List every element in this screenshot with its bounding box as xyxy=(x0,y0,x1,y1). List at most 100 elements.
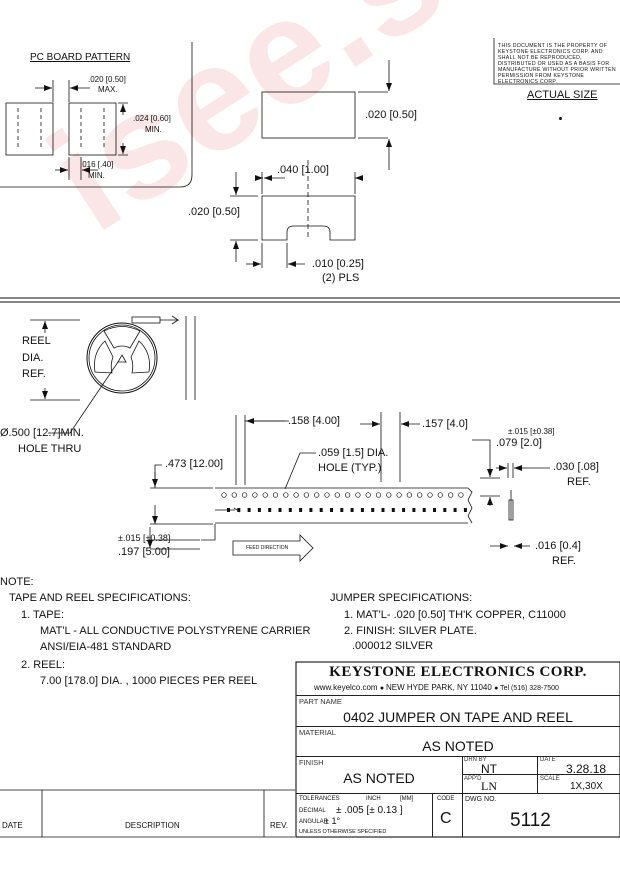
decimal-label: DECIMAL xyxy=(299,808,326,814)
jumper-line-3: .000012 SILVER xyxy=(352,640,434,652)
company-name: KEYSTONE ELECTRONICS CORP. xyxy=(329,664,587,680)
tape-pocket xyxy=(330,508,333,512)
part-name-label: PART NAME xyxy=(299,697,342,706)
reel-label-1: REEL xyxy=(22,335,51,347)
part-notch: .010 [0.25] xyxy=(312,258,364,270)
tape-pocket xyxy=(227,508,230,512)
appd-value: LN xyxy=(481,779,497,793)
tape-thickness-note: REF. xyxy=(567,476,591,488)
tape-line-2: ANSI/EIA-481 STANDARD xyxy=(40,641,172,653)
tape-pocket xyxy=(268,508,272,512)
sprocket-hole xyxy=(375,492,382,498)
part-name: 0402 JUMPER ON TAPE AND REEL xyxy=(343,709,573,725)
jumper-line-2: 2. FINISH: SILVER PLATE. xyxy=(344,625,477,637)
angular-value: ± 1° xyxy=(324,816,341,826)
jumper-title: JUMPER SPECIFICATIONS: xyxy=(330,592,473,604)
tape-item: 1. TAPE: xyxy=(21,609,65,621)
tape-offset: .197 [5.00] xyxy=(118,546,170,558)
sprocket-hole xyxy=(283,492,289,498)
reel-item: 2. REEL: xyxy=(21,659,66,671)
tape-width: .473 [12.00] xyxy=(165,458,224,470)
reel-label-2: DIA. xyxy=(22,352,44,364)
sprocket-hole xyxy=(303,492,310,498)
tape-pocket xyxy=(340,508,344,512)
tape-tol-left: ±.015 [±0.38] xyxy=(118,533,171,543)
tolerances-label: TOLERANCES xyxy=(299,796,340,802)
tape-pocket xyxy=(278,508,282,512)
tape-pocket xyxy=(371,508,375,512)
tape-pitch: .158 [4.00] xyxy=(288,415,340,427)
sprocket-hole xyxy=(447,492,454,498)
tape-depth-note: REF. xyxy=(552,555,576,567)
sprocket-hole xyxy=(458,492,464,498)
tape-pocket xyxy=(247,508,251,512)
tape-hole-note: HOLE (TYP.) xyxy=(318,462,382,474)
company-contact-line: www.keyelco.com ● NEW HYDE PARK, NY 1104… xyxy=(314,683,559,692)
property-notice: THIS DOCUMENT IS THE PROPERTY OF KEYSTON… xyxy=(498,43,616,85)
sprocket-hole xyxy=(355,492,361,498)
tape-pockets xyxy=(227,508,467,512)
feed-direction-label: FEED DIRECTION xyxy=(246,545,289,551)
jumper-line-1: 1. MAT'L- .020 [0.50] TH'K COPPER, C1100… xyxy=(344,609,566,621)
tape-pocket xyxy=(463,508,467,512)
sprocket-hole xyxy=(272,492,279,498)
pc-gap-note: MAX. xyxy=(98,85,118,94)
sprocket-hole xyxy=(314,492,320,498)
date-value: 3.28.18 xyxy=(566,762,607,776)
tape-pocket xyxy=(422,508,426,512)
tape-pocket xyxy=(350,508,354,512)
tape-sprocket-holes xyxy=(221,492,464,498)
sprocket-hole xyxy=(293,492,299,498)
sprocket-hole xyxy=(241,492,248,498)
actual-size-dot xyxy=(559,117,562,120)
tape-pocket-pitch: .157 [4.0] xyxy=(422,418,468,430)
actual-size-label: ACTUAL SIZE xyxy=(527,89,598,101)
tape-pocket xyxy=(433,508,436,512)
tape-hole-dia: .059 [1.5] DIA. xyxy=(318,447,389,459)
part-side-height: .020 [0.50] xyxy=(188,206,240,218)
company-tel: Tel (516) 328-7500 xyxy=(500,685,559,692)
pc-gap-label: .020 [0.50] xyxy=(88,75,126,84)
sprocket-hole xyxy=(396,492,402,498)
sprocket-hole xyxy=(252,492,258,498)
dwg-no-value: 5112 xyxy=(510,810,551,831)
reel-hole-label: Ø.500 [12.7]MIN. xyxy=(0,427,84,439)
reel-hole-note: HOLE THRU xyxy=(18,443,82,455)
notes-header: NOTE: xyxy=(0,576,34,588)
pc-width-note: MIN. xyxy=(88,171,105,180)
tape-pocket xyxy=(391,508,395,512)
part-top-height: .020 [0.50] xyxy=(365,109,417,121)
appd-label: APP'D xyxy=(464,776,482,782)
tape-pocket xyxy=(412,508,416,512)
finish-value: AS NOTED xyxy=(343,770,415,786)
sprocket-hole xyxy=(365,492,371,498)
sprocket-hole xyxy=(437,492,443,498)
rev-rev-label: REV. xyxy=(270,821,288,830)
dwg-no-label: DWG NO. xyxy=(465,796,497,803)
unless-label: UNLESS OTHERWISE SPECIFIED xyxy=(299,829,387,835)
sprocket-hole xyxy=(386,492,392,498)
mm-label: [MM] xyxy=(400,796,414,802)
sprocket-hole xyxy=(406,492,413,498)
sprocket-hole xyxy=(427,492,433,498)
tape-pocket xyxy=(443,508,447,512)
tape-pocket xyxy=(319,508,323,512)
reel-line-1: 7.00 [178.0] DIA. , 1000 PIECES PER REEL xyxy=(40,675,258,687)
material-value: AS NOTED xyxy=(422,738,494,754)
tape-pocket xyxy=(360,508,364,512)
tape-pocket xyxy=(288,508,292,512)
tape-pocket xyxy=(257,508,261,512)
tape-line-1: MAT'L - ALL CONDUCTIVE POLYSTYRENE CARRI… xyxy=(40,625,311,637)
pc-height-label: .024 [0.60] xyxy=(133,114,171,123)
tape-pocket xyxy=(453,508,457,512)
material-label: MATERIAL xyxy=(299,728,336,737)
sprocket-hole xyxy=(417,492,423,498)
sprocket-hole xyxy=(324,492,330,498)
finish-label: FINISH xyxy=(299,758,324,767)
decimal-value: ± .005 [± 0.13 ] xyxy=(336,805,403,816)
rev-description-label: DESCRIPTION xyxy=(125,821,180,830)
inch-label: INCH xyxy=(366,796,381,802)
tape-reel-title: TAPE AND REEL SPECIFICATIONS: xyxy=(9,592,191,604)
sprocket-hole xyxy=(262,492,268,498)
